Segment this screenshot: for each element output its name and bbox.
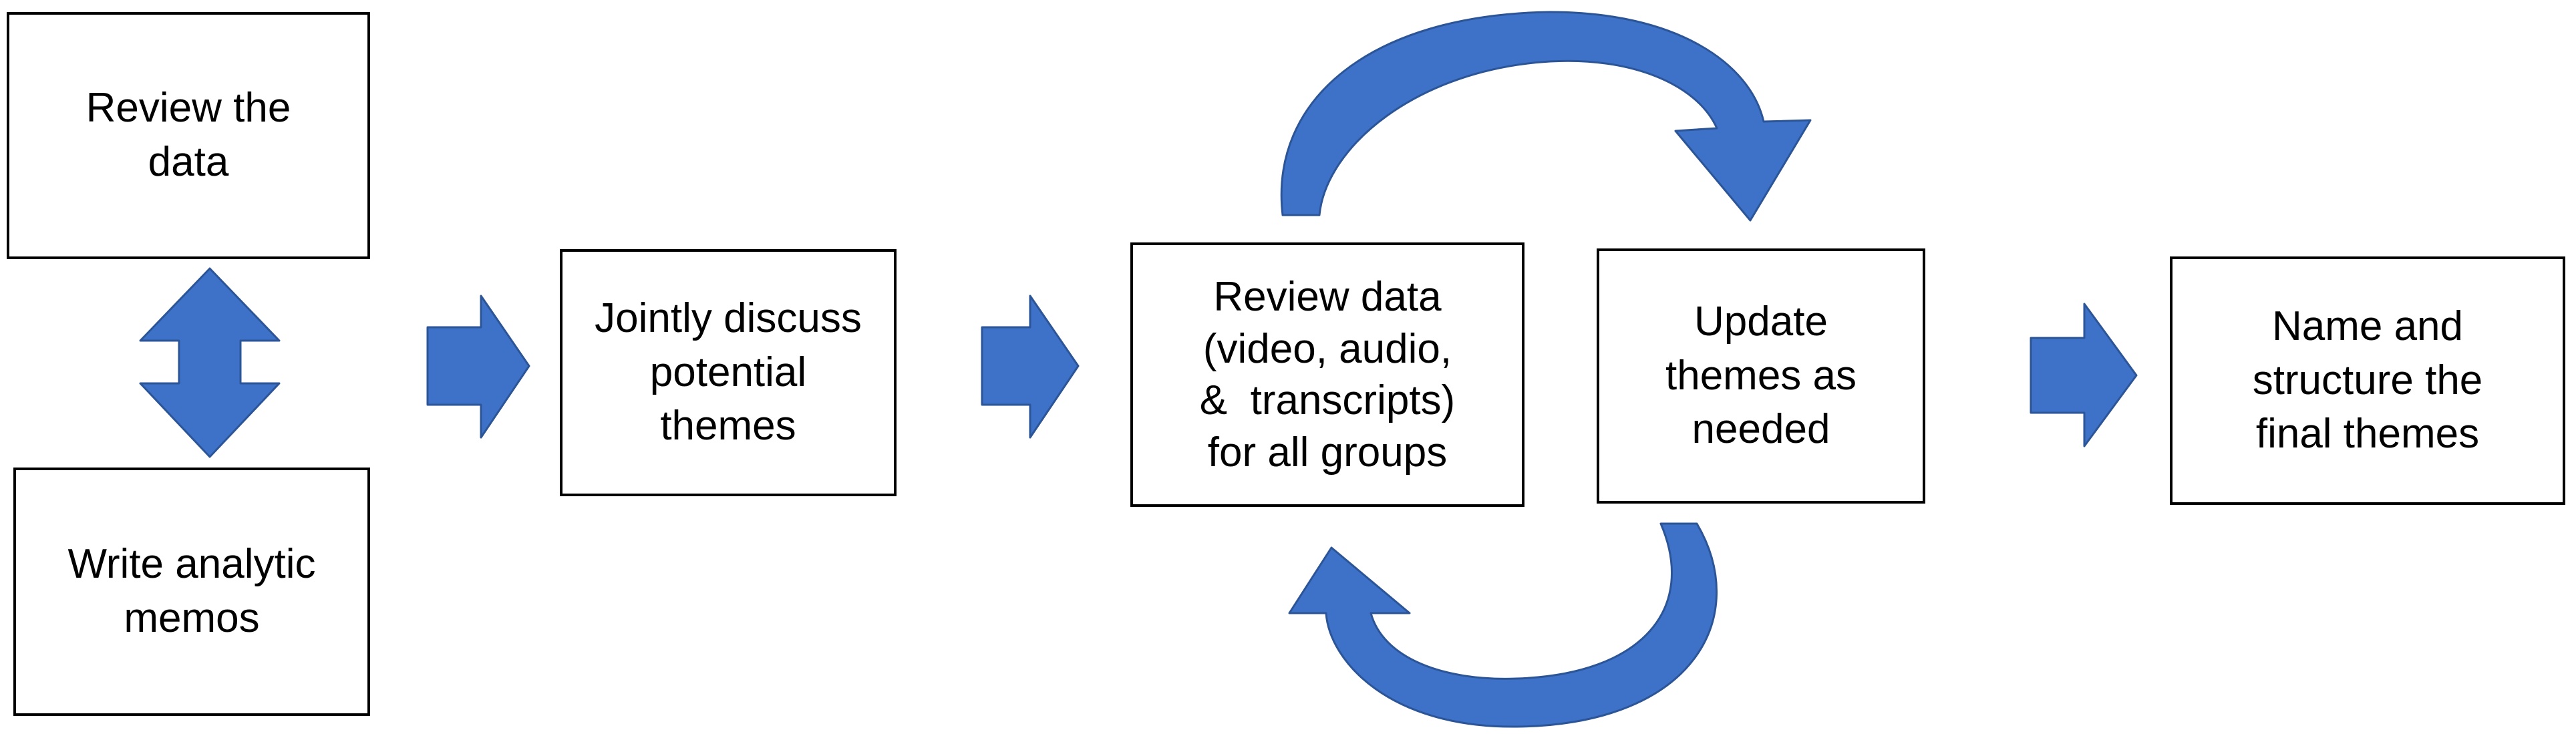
box-line: needed: [1692, 406, 1830, 453]
box-line: structure the: [2252, 357, 2483, 403]
box-line: final themes: [2255, 411, 2480, 457]
box-jointly-discuss: Jointly discuss potential themes: [560, 249, 897, 496]
right-arrow-icon: [981, 295, 1080, 439]
box-line: Review data: [1213, 274, 1442, 320]
box-line: data: [148, 139, 229, 185]
box-line: themes: [660, 403, 796, 449]
curved-arrow-icon: [1288, 522, 1718, 728]
box-line: Name and: [2271, 303, 2464, 350]
box-name-and-structure: Name and structure the final themes: [2170, 256, 2565, 505]
box-line: memos: [124, 595, 260, 641]
double-vertical-arrow-icon: [139, 267, 281, 458]
box-update-themes: Update themes as needed: [1597, 248, 1925, 504]
right-arrow-icon: [426, 295, 530, 439]
box-write-analytic-memos: Write analytic memos: [13, 468, 370, 716]
box-line: potential: [649, 349, 807, 395]
box-line: & transcripts): [1199, 377, 1456, 423]
right-arrow-icon: [2030, 303, 2138, 447]
curved-arrow-icon: [1280, 11, 1812, 222]
box-line: (video, audio,: [1202, 325, 1452, 372]
box-line: Jointly discuss: [595, 295, 862, 342]
box-line: Review the: [86, 85, 291, 132]
box-line: Write analytic: [67, 541, 316, 588]
box-line: themes as: [1665, 352, 1857, 399]
box-line: for all groups: [1207, 429, 1448, 476]
box-review-the-data: Review the data: [7, 12, 370, 259]
box-line: Update: [1694, 299, 1828, 345]
box-review-data-all-groups: Review data (video, audio, & transcripts…: [1130, 242, 1524, 507]
